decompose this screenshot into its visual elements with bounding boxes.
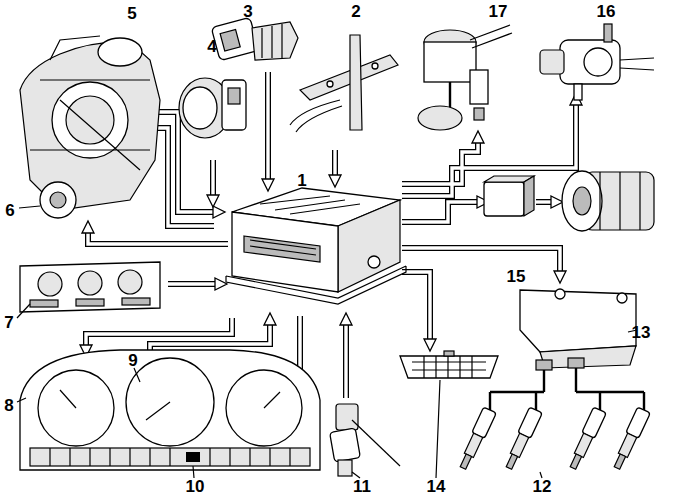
callout-number: 8 [4, 397, 13, 414]
callout-number: 7 [4, 314, 13, 331]
callout-number: 14 [427, 478, 446, 495]
callout-number: 2 [351, 3, 360, 20]
callout-number: 12 [533, 478, 552, 495]
callout-number: 11 [353, 478, 371, 495]
callout-number: 17 [489, 3, 508, 20]
callout-number: 13 [632, 324, 651, 341]
callout-number: 1 [297, 172, 306, 189]
callout-number: 4 [207, 38, 216, 55]
callout-number: 6 [5, 202, 14, 219]
callout-number: 16 [597, 3, 616, 20]
callout-number: 5 [127, 5, 136, 22]
callout-number: 9 [128, 352, 137, 369]
callout-number: 3 [243, 3, 252, 20]
callout-number: 15 [507, 268, 526, 285]
callout-number: 10 [186, 478, 205, 495]
